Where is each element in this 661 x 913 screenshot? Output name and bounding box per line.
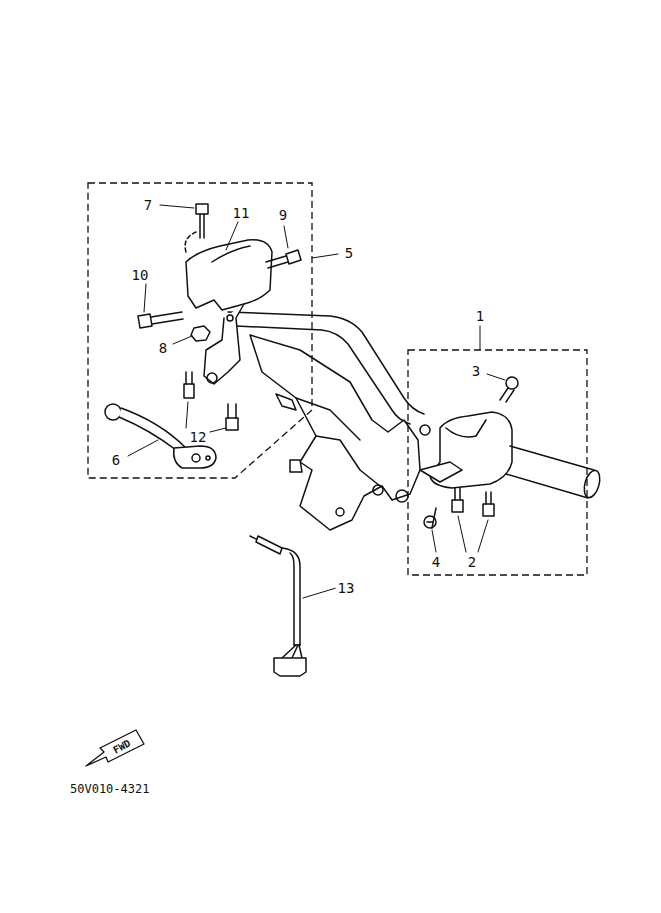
dashed-group-box: 1: [408, 350, 587, 575]
callout-number: 12: [188, 429, 209, 445]
callout-number: 1: [474, 308, 486, 324]
drawing-number: 50V010-4321: [68, 782, 151, 796]
callout-number: 7: [142, 197, 154, 213]
callout-number: 13: [336, 580, 357, 596]
callout-number: 2: [466, 554, 478, 570]
callout-number: 5: [343, 245, 355, 261]
dashed-outline: [408, 350, 587, 575]
callout-number: 4: [430, 554, 442, 570]
callout-number: 10: [130, 267, 151, 283]
callout-number: 6: [110, 452, 122, 468]
callout-number: 9: [277, 207, 289, 223]
callout-number: 11: [231, 205, 252, 221]
callout-number: 3: [470, 363, 482, 379]
callout-number: 8: [157, 340, 169, 356]
